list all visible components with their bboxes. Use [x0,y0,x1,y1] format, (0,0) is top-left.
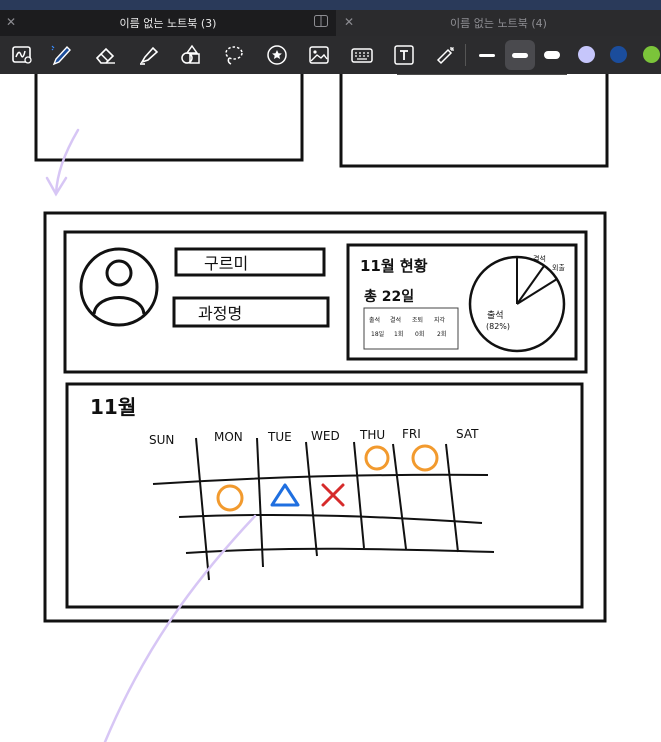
eraser-icon[interactable] [92,41,120,69]
pie-label-attend-pct: (82%) [486,322,510,331]
previous-sketch-left [34,74,304,162]
lavender-arrow [54,128,80,196]
attendance-table-values: 18일 1회 0회 2회 [371,330,446,338]
keyboard-icon[interactable] [348,41,376,69]
late-mark-icon [270,483,300,507]
svg-text:18일: 18일 [371,330,384,338]
color-blue-swatch[interactable] [610,46,627,63]
color-lavender-swatch[interactable] [578,46,595,63]
wireframe-outer-frame [43,211,607,623]
name-text: 구르미 [204,254,248,273]
stroke-width-thick[interactable] [537,40,567,70]
image-icon[interactable] [305,41,333,69]
lasso-icon[interactable] [220,41,248,69]
split-view-icon[interactable] [314,15,328,27]
toolbar-divider [465,44,466,66]
status-title: 11월 현황 [360,257,428,275]
lavender-stroke [103,514,257,742]
calendar-grid [152,437,495,581]
note-canvas[interactable]: 구르미 과정명 11월 현황 총 22일 출석 결석 조퇴 지각 18일 1회 … [0,74,661,742]
svg-text:조퇴: 조퇴 [412,316,423,324]
highlighter-icon[interactable] [135,41,163,69]
laser-pointer-icon[interactable] [432,41,460,69]
profile-panel [63,230,588,374]
svg-text:2회: 2회 [437,330,446,338]
svg-text:SAT: SAT [456,427,479,441]
tab-notebook-3[interactable]: ✕ 이름 없는 노트북 (3) [0,10,336,36]
color-green-swatch[interactable] [643,46,660,63]
present-mark-icon [216,484,244,512]
pie-label-absent: 결석 [533,254,546,263]
present-mark-icon [411,444,439,472]
close-tab-icon[interactable]: ✕ [6,15,17,29]
pen-icon[interactable] [48,41,76,69]
drawing-toolbar [0,36,661,74]
calendar-weekday-labels: SUN MON TUE WED THU FRI SAT [149,427,479,447]
text-box-icon[interactable] [390,41,418,69]
calendar-panel [65,382,584,609]
svg-text:결석: 결석 [390,316,401,324]
tab-title: 이름 없는 노트북 (4) [450,17,547,30]
svg-text:SUN: SUN [149,433,174,447]
pie-label-attend: 출석 [487,310,504,321]
svg-text:WED: WED [311,429,340,443]
svg-text:1회: 1회 [394,330,403,338]
previous-sketch-right [339,74,609,168]
course-box [172,296,330,328]
pie-slice-line [516,278,558,305]
stroke-width-thin[interactable] [472,40,502,70]
handwriting-layer: 구르미 과정명 11월 현황 총 22일 출석 결석 조퇴 지각 18일 1회 … [34,74,609,742]
svg-text:MON: MON [214,430,243,444]
status-strip [0,0,661,10]
course-text: 과정명 [198,304,242,323]
tab-notebook-4[interactable]: ✕ 이름 없는 노트북 (4) [336,10,661,36]
tab-title: 이름 없는 노트북 (3) [119,17,217,30]
sticker-icon[interactable] [263,41,291,69]
attendance-table [363,307,459,350]
status-total: 총 22일 [364,289,414,305]
svg-text:출석: 출석 [369,316,380,324]
svg-text:TUE: TUE [267,430,292,444]
shapes-icon[interactable] [177,41,205,69]
svg-text:지각: 지각 [434,316,446,324]
name-box [174,247,326,277]
avatar-circle [79,247,159,327]
user-icon [105,259,133,287]
close-tab-icon[interactable]: ✕ [344,15,355,29]
status-panel [346,243,578,361]
pie-slice-line [516,265,545,305]
pie-label-out: 외출 [552,263,565,272]
tab-bar: ✕ 이름 없는 노트북 (3) ✕ 이름 없는 노트북 (4) [0,10,661,36]
present-mark-icon [364,445,390,471]
stroke-width-medium[interactable] [505,40,535,70]
svg-text:THU: THU [359,428,385,442]
handwriting-to-text-icon[interactable] [8,41,36,69]
calendar-month: 11월 [90,395,136,419]
svg-text:0회: 0회 [415,330,424,338]
absent-mark-icon [321,483,345,507]
svg-text:FRI: FRI [402,427,421,441]
attendance-table-headers: 출석 결석 조퇴 지각 [369,316,446,324]
